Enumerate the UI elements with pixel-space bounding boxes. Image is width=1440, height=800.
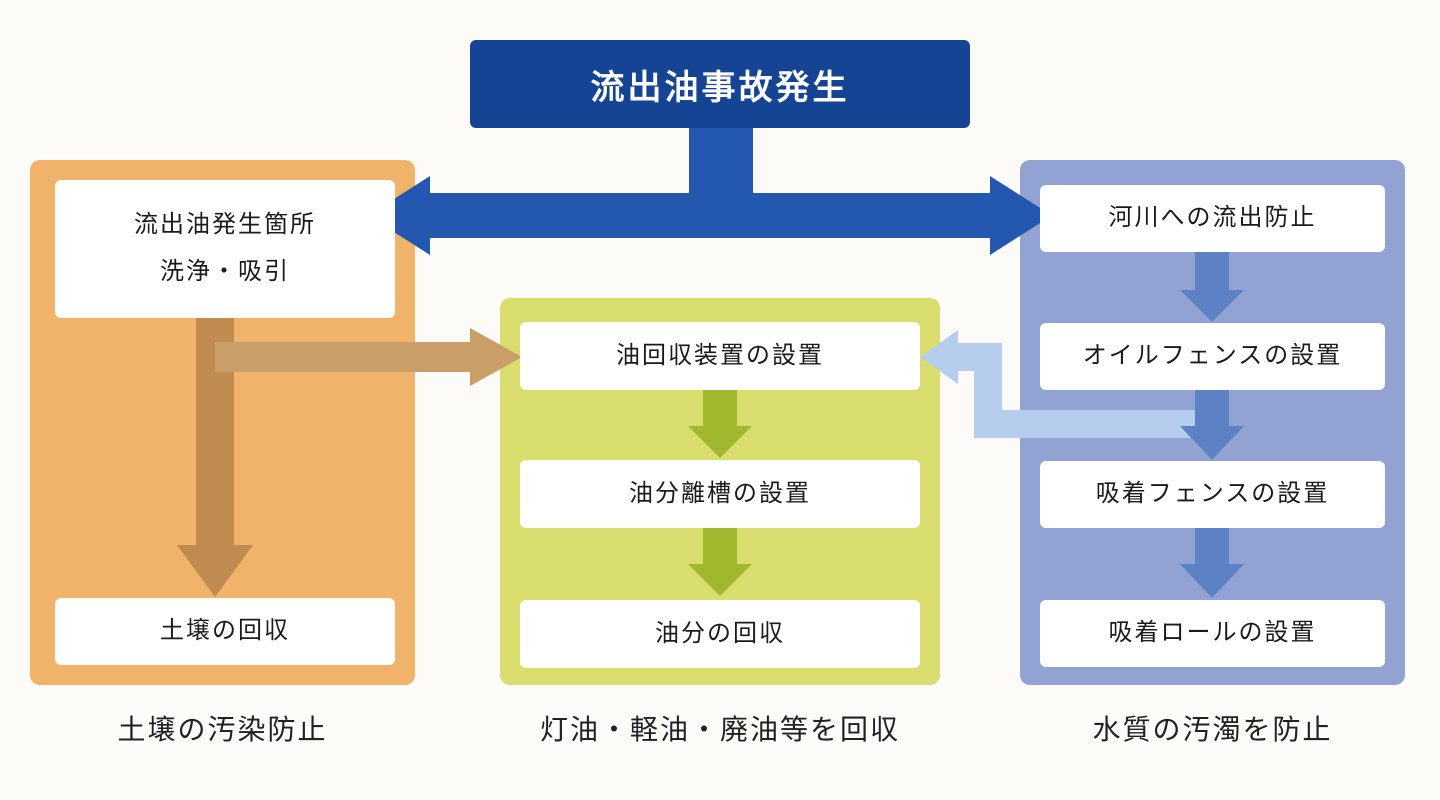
title-box: 流出油事故発生 — [470, 40, 970, 128]
node-oil-collect: 油分の回収 — [520, 600, 920, 668]
main-branch-arrow — [368, 120, 1052, 255]
node-water-prevent-outflow: 河川への流出防止 — [1040, 185, 1385, 252]
oil-down-arrow-2 — [688, 526, 752, 596]
water-down-arrow-1 — [1180, 248, 1244, 322]
water-to-oil-arrow — [920, 330, 1214, 438]
node-soil-source: 流出油発生箇所 洗浄・吸引 — [55, 180, 395, 318]
node-soil-source-line2: 洗浄・吸引 — [160, 258, 290, 285]
oil-down-arrow-1 — [688, 388, 752, 458]
soil-down-arrow — [177, 300, 253, 597]
soil-to-oil-arrow — [215, 328, 522, 386]
oil-panel-caption: 灯油・軽油・廃油等を回収 — [539, 714, 900, 745]
water-down-arrow-2 — [1180, 388, 1244, 460]
soil-panel-caption: 土壌の汚染防止 — [117, 714, 328, 745]
node-soil-collect: 土壌の回収 — [55, 598, 395, 665]
node-water-absorb-roll: 吸着ロールの設置 — [1040, 600, 1385, 667]
node-soil-source-line1: 流出油発生箇所 — [134, 211, 316, 239]
node-water-oil-fence: オイルフェンスの設置 — [1040, 323, 1385, 390]
node-oil-recovery-device: 油回収装置の設置 — [520, 322, 920, 390]
water-panel-caption: 水質の汚濁を防止 — [1092, 714, 1333, 745]
title-text: 流出油事故発生 — [590, 68, 850, 107]
node-water-absorb-fence: 吸着フェンスの設置 — [1040, 461, 1385, 528]
node-oil-separator: 油分離槽の設置 — [520, 460, 920, 528]
water-down-arrow-3 — [1180, 526, 1244, 598]
